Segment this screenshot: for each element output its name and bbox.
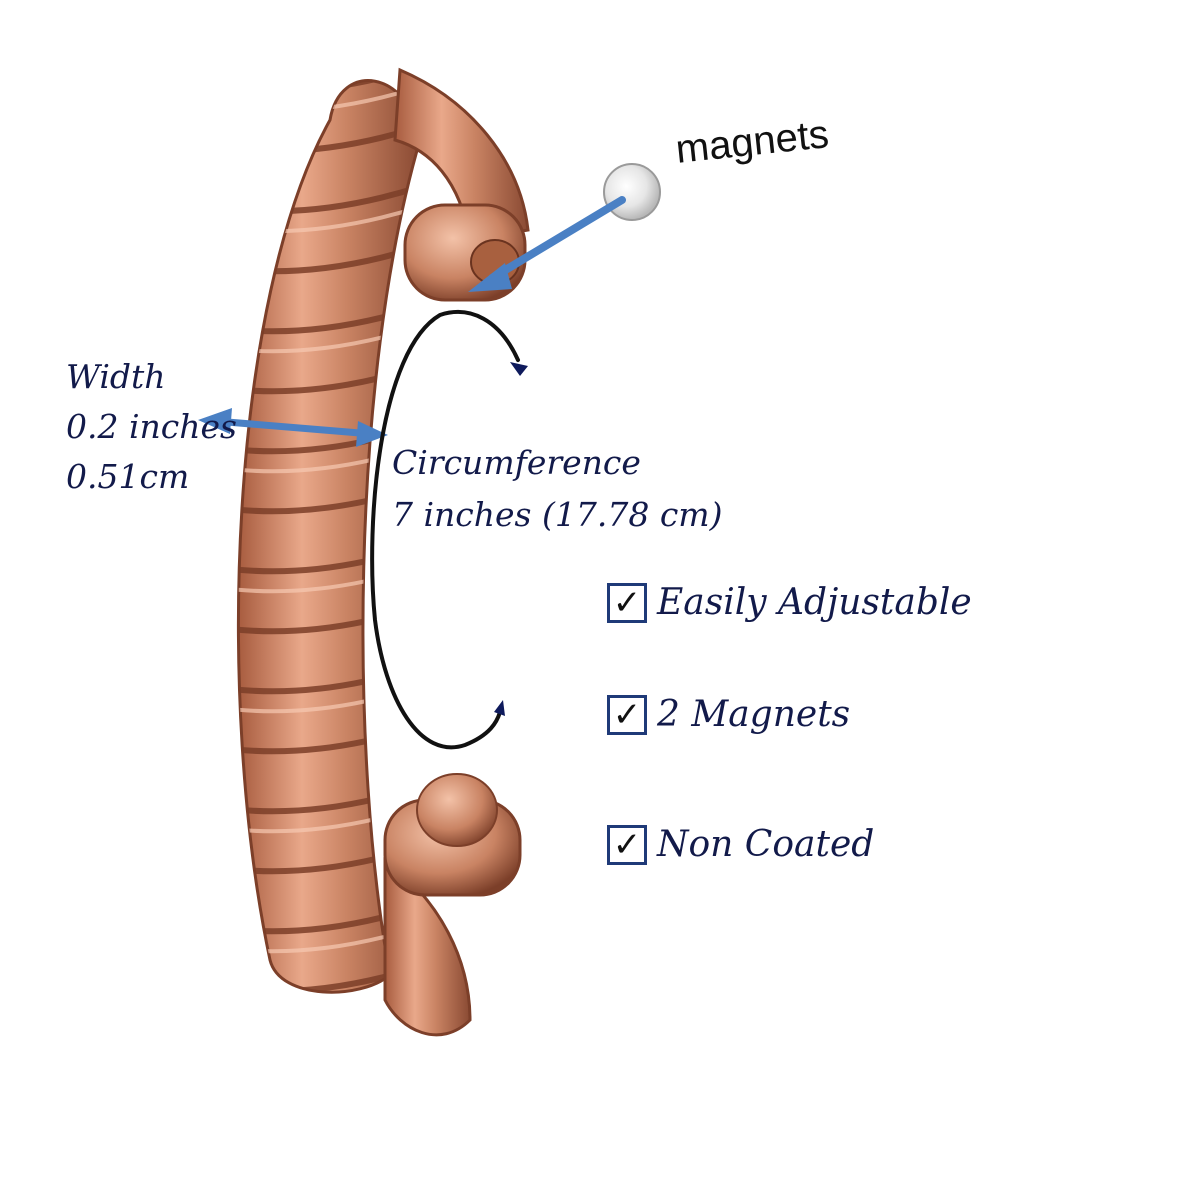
bracelet-lower-end xyxy=(383,773,522,1037)
width-cm: 0.51cm xyxy=(66,457,190,496)
width-double-arrow xyxy=(198,408,388,447)
feature-label: Non Coated xyxy=(657,824,875,865)
width-title: Width xyxy=(66,357,166,396)
circumference-title: Circumference xyxy=(392,443,641,482)
check-icon: ✓ xyxy=(607,824,647,865)
magnet-disc-icon xyxy=(603,163,661,221)
feature-label: 2 Magnets xyxy=(657,694,851,735)
circumference-arc xyxy=(370,310,528,750)
magnet-pointer-arrow xyxy=(468,196,626,292)
width-label-group: Width 0.2 inches 0.51cm xyxy=(66,360,237,510)
width-inches: 0.2 inches xyxy=(66,407,237,446)
feature-item-adjustable: ✓ Easily Adjustable xyxy=(607,582,972,623)
feature-item-magnets: ✓ 2 Magnets xyxy=(607,694,850,735)
feature-label: Easily Adjustable xyxy=(657,582,972,623)
check-icon: ✓ xyxy=(607,582,647,623)
feature-item-non-coated: ✓ Non Coated xyxy=(607,824,874,865)
circumference-label-group: Circumference 7 inches (17.78 cm) xyxy=(392,446,722,550)
check-icon: ✓ xyxy=(607,694,647,735)
circumference-value: 7 inches (17.78 cm) xyxy=(392,495,723,534)
